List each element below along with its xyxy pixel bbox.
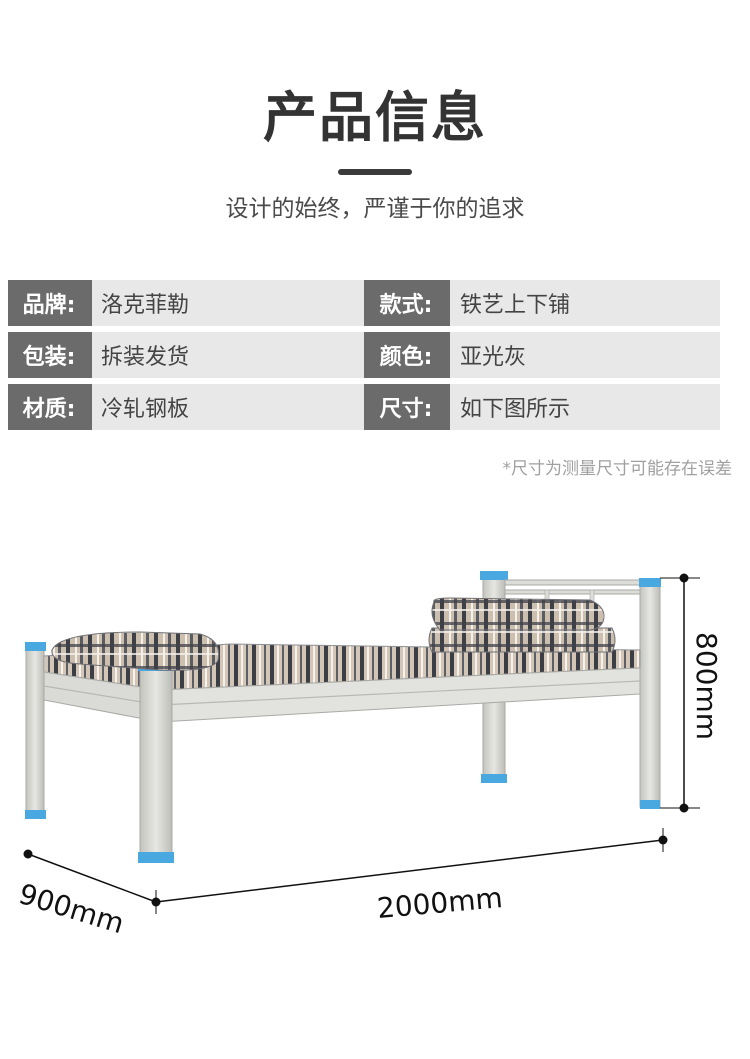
length-dimension: 2000mm (151, 828, 668, 925)
length-label: 2000mm (376, 881, 504, 925)
spec-label: 款式: (364, 280, 450, 326)
spec-size: 尺寸: 如下图所示 (364, 384, 720, 430)
height-dimension: 800mm (660, 573, 723, 813)
pillow (51, 631, 220, 671)
spec-row: 品牌: 洛克菲勒 款式: 铁艺上下铺 (8, 280, 739, 326)
folded-quilt (428, 597, 616, 653)
spec-value: 拆装发货 (92, 332, 364, 378)
spec-value: 冷轧钢板 (92, 384, 364, 430)
width-label: 900mm (15, 877, 128, 940)
spec-label: 包装: (8, 332, 92, 378)
page-subtitle: 设计的始终，严谨于你的追求 (225, 196, 525, 222)
spec-row: 包装: 拆装发货 颜色: 亚光灰 (8, 332, 739, 378)
spec-color: 颜色: 亚光灰 (364, 332, 720, 378)
width-dimension: 900mm (15, 849, 157, 940)
spec-label: 材质: (8, 384, 92, 430)
page-title: 产品信息 (263, 86, 487, 149)
spec-material: 材质: 冷轧钢板 (8, 384, 364, 430)
title-underline (338, 169, 412, 175)
spec-value: 铁艺上下铺 (450, 280, 720, 326)
spec-label: 品牌: (8, 280, 92, 326)
height-label: 800mm (690, 632, 723, 740)
spec-row: 材质: 冷轧钢板 尺寸: 如下图所示 (8, 384, 739, 430)
front-post (138, 660, 174, 863)
spec-table: 品牌: 洛克菲勒 款式: 铁艺上下铺 包装: 拆装发货 颜色: 亚光灰 材质: … (8, 280, 739, 436)
spec-packaging: 包装: 拆装发货 (8, 332, 364, 378)
spec-label: 颜色: (364, 332, 450, 378)
spec-value: 如下图所示 (450, 384, 720, 430)
spec-style: 款式: 铁艺上下铺 (364, 280, 720, 326)
measurement-note: *尺寸为测量尺寸可能存在误差 (502, 459, 733, 479)
spec-brand: 品牌: 洛克菲勒 (8, 280, 364, 326)
spec-value: 亚光灰 (450, 332, 720, 378)
spec-label: 尺寸: (364, 384, 450, 430)
spec-value: 洛克菲勒 (92, 280, 364, 326)
